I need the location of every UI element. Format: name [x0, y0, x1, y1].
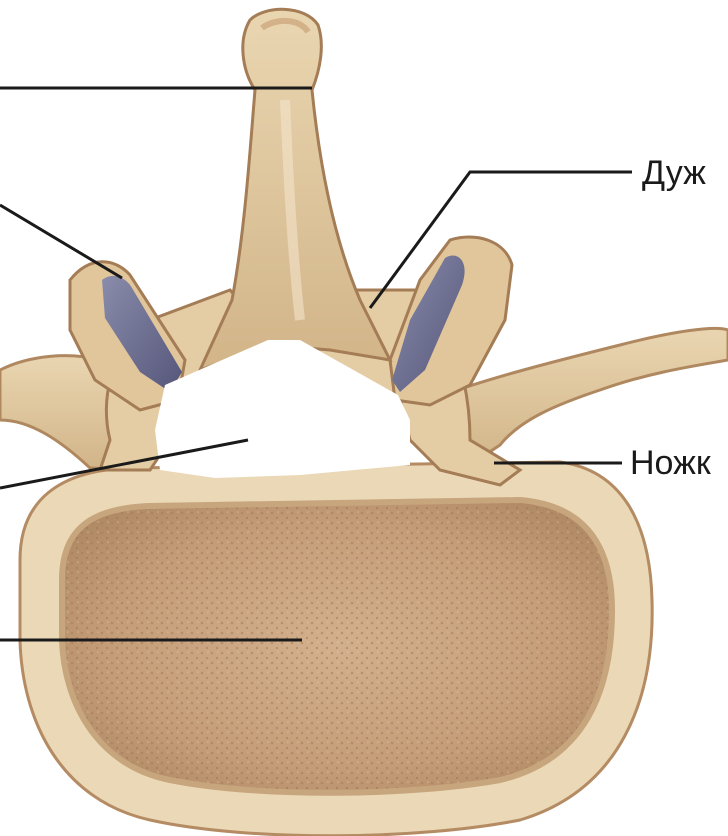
vertebral-body [20, 462, 652, 836]
spinous-process [200, 9, 390, 370]
label-pedicle: Ножк [630, 446, 711, 480]
leader-line-articular [0, 205, 122, 278]
label-arch: Дуж [642, 156, 706, 190]
